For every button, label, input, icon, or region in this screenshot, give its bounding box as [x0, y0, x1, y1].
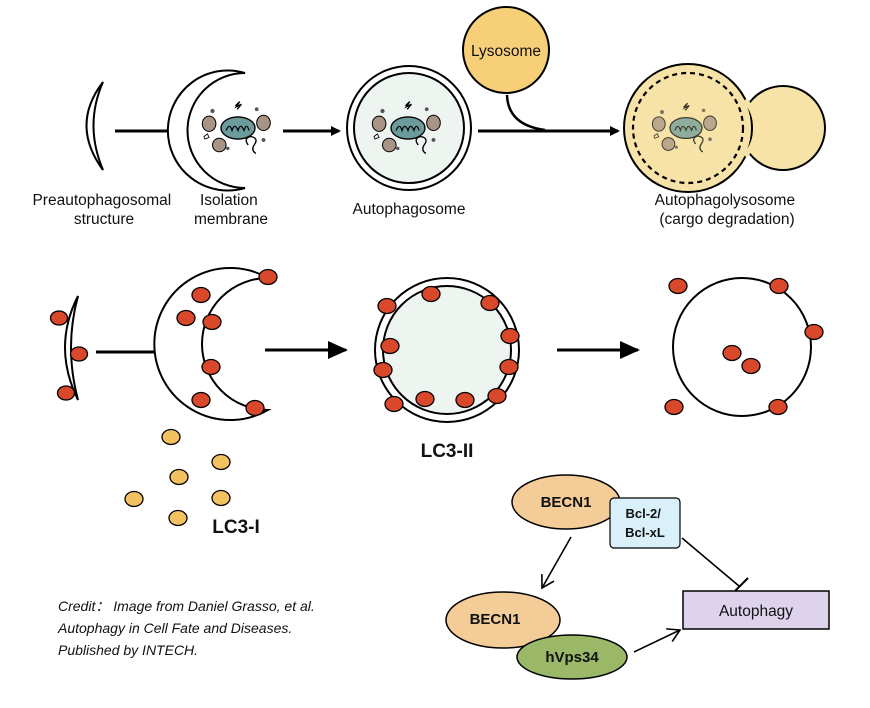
lc3-ii-label: LC3-II [421, 441, 474, 462]
lc3-autophagosome [374, 277, 520, 423]
complex-to-autophagy-arrow [633, 628, 682, 653]
lysosome [462, 6, 550, 94]
lc3-autolysosome-dots [664, 277, 824, 416]
autophagy-node [682, 590, 830, 630]
lc3-membrane-dots [176, 268, 278, 417]
becn1-to-complex-arrow [541, 536, 572, 590]
becn1-node-bottom [445, 591, 561, 649]
autophagosome [346, 65, 472, 191]
lc3-crescent [64, 295, 79, 401]
bcl-inhibits-autophagy [681, 537, 740, 587]
becn1-label-bottom: BECN1 [470, 611, 521, 628]
autophagolysosome [623, 63, 826, 193]
bcl-label: Bcl-2/ Bcl-xL [625, 506, 665, 540]
autophagy-label: Autophagy [719, 603, 793, 620]
hvps34-node [516, 634, 628, 680]
autophagolysosome-label: Autophagolysosome (cargo degradation) [655, 192, 800, 228]
lc3-autophagosome-dots [373, 285, 520, 413]
autophagosome-label: Autophagosome [353, 201, 466, 218]
isolation-membrane [166, 69, 271, 192]
preautophagosomal-label: Preautophagosomal structure [32, 192, 175, 228]
lc3-membrane [153, 267, 272, 421]
isolation-membrane-label: Isolation membrane [194, 192, 268, 228]
credit-text: Credit： Image from Daniel Grasso, et al.… [57, 598, 319, 658]
lysosome-label: Lysosome [471, 43, 541, 60]
lc3-i-label: LC3-I [212, 517, 260, 538]
preautophagosomal-crescent [85, 81, 104, 171]
lc3-autolysosome [672, 277, 812, 417]
bcl-node [609, 497, 681, 549]
lysosome-merge-curve [505, 94, 546, 132]
hvps34-label: hVps34 [545, 649, 599, 666]
lc3-i-dots [124, 428, 231, 527]
lc3-crescent-dots [49, 310, 89, 401]
becn1-label-top: BECN1 [541, 494, 592, 511]
